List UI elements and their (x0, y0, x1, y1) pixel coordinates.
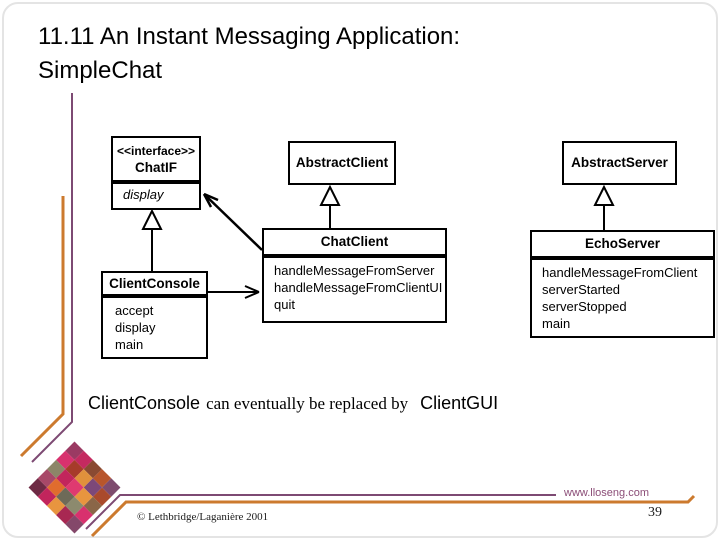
echoserver-name: EchoServer (584, 236, 661, 251)
echoserver-methods: handleMessageFromClient serverStarted se… (532, 260, 713, 332)
method: handleMessageFromClientUI (274, 280, 443, 295)
echoserver-header: EchoServer (532, 232, 713, 256)
method: serverStarted (542, 282, 621, 297)
abstractserver-name: AbstractServer (571, 155, 668, 170)
uml-class-chatclient: ChatClient handleMessageFromServer handl… (262, 228, 447, 323)
method: main (115, 337, 144, 352)
method: handleMessageFromServer (274, 263, 435, 278)
chatclient-name: ChatClient (320, 234, 389, 249)
chatif-name: ChatIF (135, 159, 177, 175)
uml-class-echoserver: EchoServer handleMessageFromClient serve… (530, 230, 715, 338)
clientconsole-methods: accept display main (103, 298, 206, 353)
slide-title: 11.11 An Instant Messaging Application: … (38, 20, 658, 88)
chatif-header: <<interface>> ChatIF (113, 138, 199, 180)
abstractclient-name: AbstractClient (295, 155, 389, 170)
copyright-text: © Lethbridge/Laganière 2001 (137, 511, 269, 523)
compartment-separator (113, 180, 199, 184)
method: quit (274, 297, 295, 312)
compartment-separator (532, 256, 713, 260)
clientconsole-header: ClientConsole (103, 273, 206, 294)
method: display (123, 187, 164, 202)
method: display (115, 320, 156, 335)
website-link[interactable]: www.lloseng.com (564, 487, 649, 499)
compartment-separator (264, 254, 445, 258)
caption-clientconsole: ClientConsole (88, 393, 201, 413)
caption-middle-text: can eventually be replaced by (206, 394, 409, 413)
slide-title-line2: SimpleChat (38, 57, 163, 84)
uml-class-abstractclient: AbstractClient (288, 141, 396, 185)
uml-class-abstractserver: AbstractServer (562, 141, 677, 185)
caption-clientgui: ClientGUI (420, 393, 499, 413)
method: main (542, 316, 571, 331)
chatif-methods: display (113, 184, 199, 203)
method: handleMessageFromClient (542, 265, 698, 280)
chatclient-methods: handleMessageFromServer handleMessageFro… (264, 258, 445, 313)
chatif-stereotype: <<interface>> (116, 143, 196, 158)
uml-class-clientconsole: ClientConsole accept display main (101, 271, 208, 359)
slide-title-line1: 11.11 An Instant Messaging Application: (38, 23, 461, 50)
caption-sentence: ClientConsole can eventually be replaced… (88, 393, 498, 414)
uml-class-chatif: <<interface>> ChatIF display (111, 136, 201, 210)
method: serverStopped (542, 299, 627, 314)
compartment-separator (103, 294, 206, 298)
method: accept (115, 303, 154, 318)
chatclient-header: ChatClient (264, 230, 445, 254)
clientconsole-name: ClientConsole (109, 275, 200, 291)
page-number: 39 (648, 505, 662, 520)
